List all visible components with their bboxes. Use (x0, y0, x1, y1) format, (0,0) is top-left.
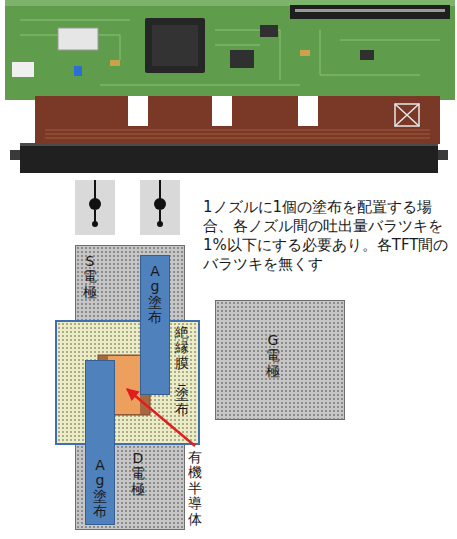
silver-coating: Ag塗布 (140, 255, 170, 395)
node-text: S電極 (83, 254, 97, 300)
mark-box (395, 104, 419, 126)
flex-circuit (35, 96, 440, 144)
flex-traces (45, 130, 430, 138)
head-edge (20, 143, 438, 146)
component (110, 60, 120, 66)
small-ic (230, 50, 254, 68)
small-ic (260, 25, 278, 37)
note-text: 1ノズルに1個の塗布を配置する場合、各ノズル間の吐出量バラツキを1%以下にする必… (203, 198, 453, 274)
flex-notches (128, 96, 318, 126)
insulator-film: 絶縁膜_塗布 (55, 320, 200, 445)
nozzle-image (75, 180, 115, 235)
connector (290, 5, 450, 19)
chip-face (152, 25, 198, 66)
node-text: G電極 (266, 333, 280, 379)
print-head (20, 143, 438, 173)
component (300, 50, 310, 56)
circuit-board (5, 0, 455, 100)
node-text: 絶縁膜_塗布 (175, 325, 189, 417)
nozzle-image (140, 180, 180, 235)
gate-electrode: G電極 (215, 300, 345, 420)
sticker (12, 62, 34, 77)
main-chip (145, 18, 205, 73)
connector-pins (295, 9, 445, 12)
mark-cross (395, 104, 419, 126)
module (58, 28, 98, 50)
component (360, 50, 374, 60)
node-text: Ag塗布 (148, 264, 162, 326)
node-text: D電極 (131, 451, 145, 497)
board-traces (20, 20, 440, 85)
component (74, 66, 82, 76)
silver-coating: Ag塗布 (85, 360, 115, 525)
part-label: 有機半導体 (188, 450, 202, 527)
node-text: Ag塗布 (93, 458, 107, 520)
